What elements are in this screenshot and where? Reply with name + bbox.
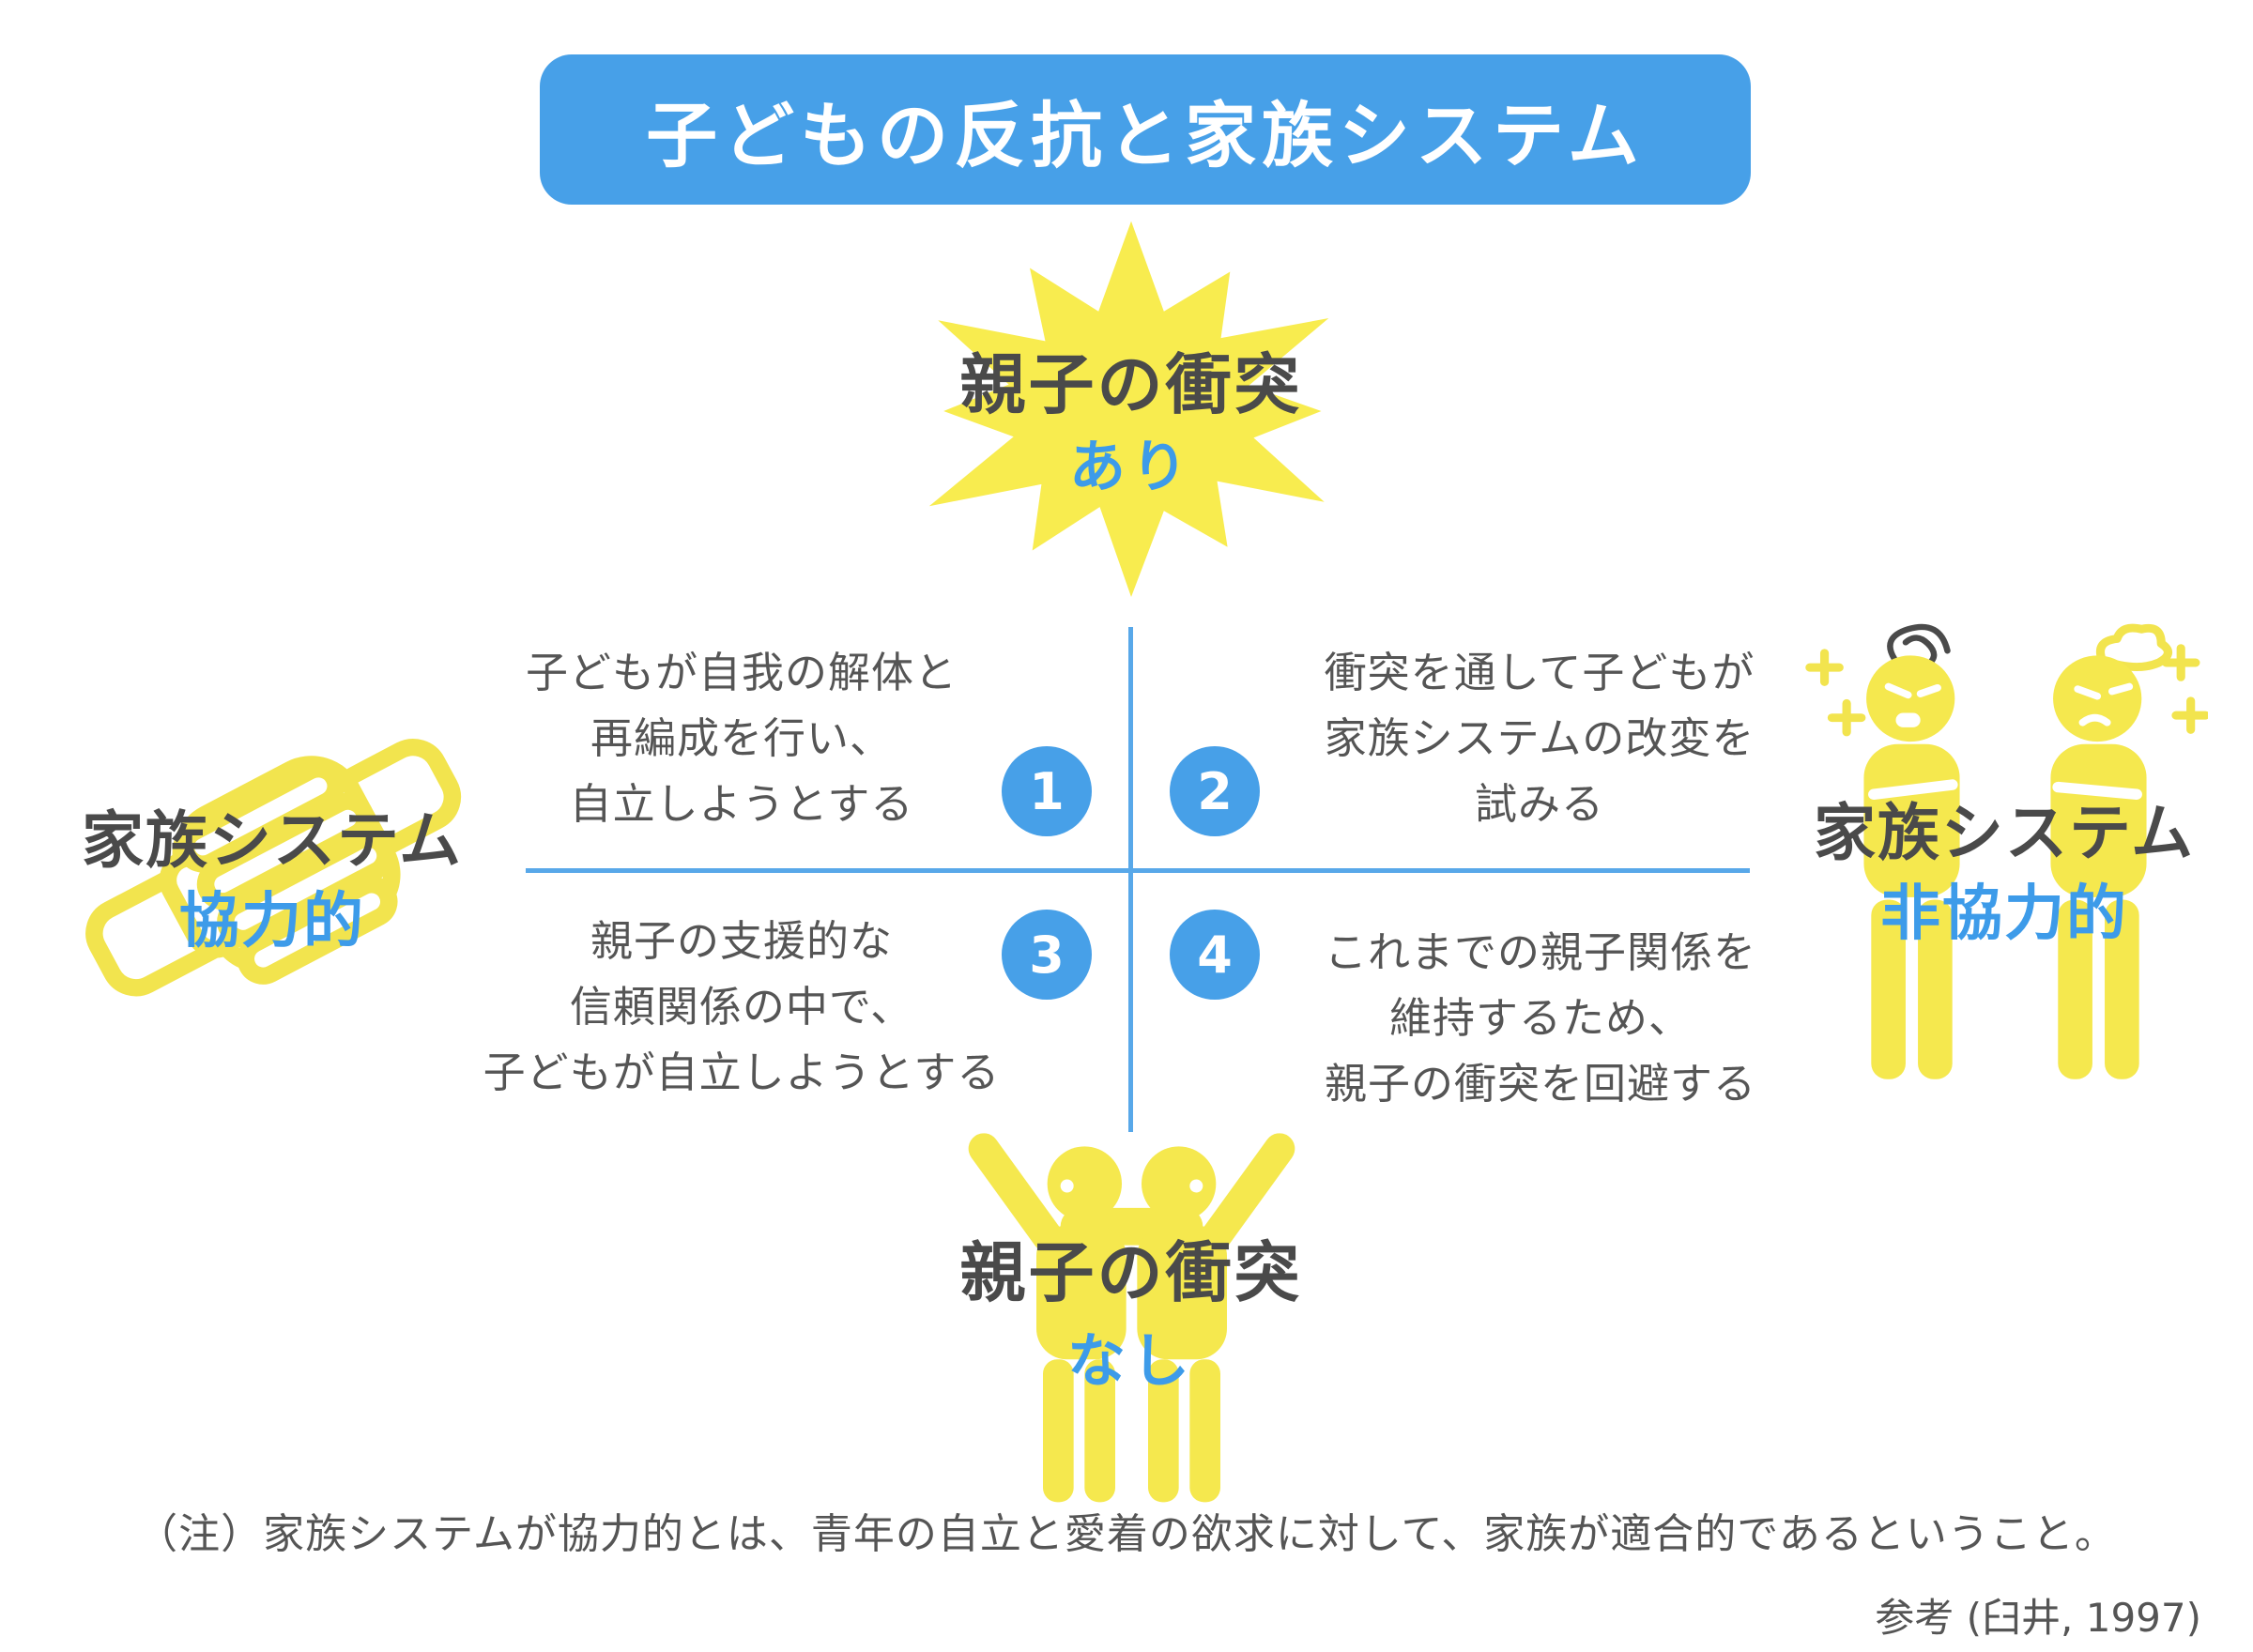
starburst-icon [928, 221, 1329, 597]
conflict-top-value: あり [1069, 435, 1193, 500]
quadrant-4-text: これまでの親子関係を 維持するため、 親子の衝突を回避する [1235, 920, 1846, 1117]
family-system-right-group: 家族システム 非協力的 [1770, 796, 2239, 950]
family-system-right-value: 非協力的 [1880, 880, 2128, 949]
text-line: 自立しようとする [569, 779, 914, 829]
axis-vertical-line [1128, 627, 1133, 1132]
text-line: 子どもが自立しようとする [483, 1048, 1001, 1097]
text-line: 子どもが自我の解体と [525, 648, 958, 697]
text-line: 家族システムの改変を [1324, 713, 1755, 763]
friends-pair-icon [968, 1133, 1295, 1503]
text-line: これまでの親子関係を [1324, 927, 1756, 977]
quadrant-1-badge: 1 [1002, 746, 1092, 836]
quadrant-2-badge: 2 [1170, 746, 1260, 836]
axis-horizontal-line [526, 868, 1750, 873]
handshake-icon [85, 739, 462, 997]
conflict-bottom-group: 親子の衝突 なし [897, 1235, 1366, 1395]
reference-citation: 参考 (臼井, 1997) [1875, 1595, 2201, 1641]
text-line: 維持するため、 [1388, 993, 1692, 1043]
title-banner: 子どもの反抗と家族システム [540, 54, 1751, 205]
family-system-left-label: 家族システム [81, 804, 464, 877]
conflict-top-label: 親子の衝突 [959, 346, 1303, 423]
text-line: 試みる [1474, 779, 1604, 829]
quadrant-4-badge: 4 [1170, 910, 1260, 1000]
quadrant-1-text: 子どもが自我の解体と 再編成を行い、 自立しようとする [441, 640, 1042, 837]
text-line: 信頼関係の中で、 [569, 982, 914, 1032]
quadrant-3-badge: 3 [1002, 910, 1092, 1000]
family-system-left-value: 協力的 [179, 887, 365, 956]
footnote: （注）家族システムが協力的とは、青年の自立と愛着の欲求に対して、家族が適合的であ… [136, 1510, 2117, 1558]
text-line: 衝突を通して子どもが [1324, 648, 1755, 697]
text-line: 再編成を行い、 [590, 713, 893, 763]
conflict-bottom-value: なし [1066, 1326, 1195, 1395]
conflict-bottom-label: 親子の衝突 [959, 1234, 1303, 1311]
family-system-left-group: 家族システム 協力的 [38, 803, 507, 957]
conflict-top-group: 親子の衝突 あり [850, 345, 1413, 501]
angry-pair-icon [1805, 623, 2208, 1079]
quadrant-2-text: 衝突を通して子どもが 家族システムの改変を 試みる [1239, 640, 1840, 837]
family-system-right-label: 家族システム [1813, 797, 2196, 869]
quadrant-3-text: 親子の支援的な 信頼関係の中で、 子どもが自立しようとする [432, 909, 1051, 1106]
text-line: 親子の支援的な [590, 916, 893, 966]
text-line: 親子の衝突を回避する [1324, 1059, 1756, 1109]
page-title: 子どもの反抗と家族システム [646, 94, 1645, 177]
